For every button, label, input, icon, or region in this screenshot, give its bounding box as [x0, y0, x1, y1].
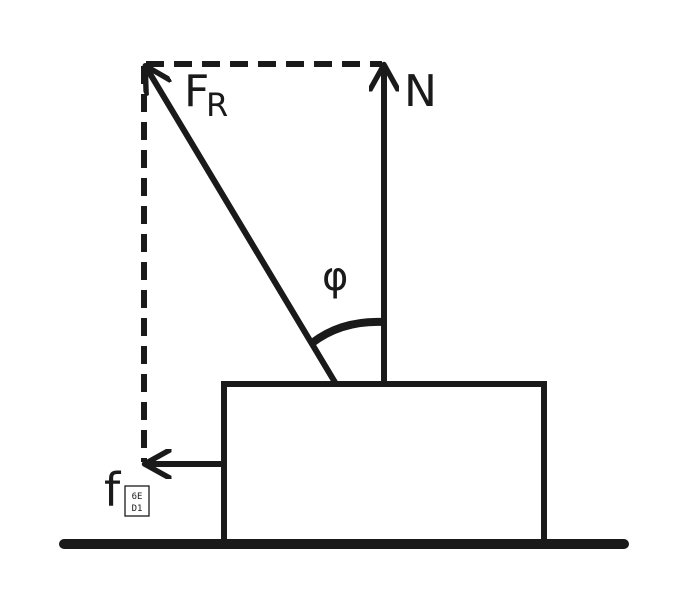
friction-subscript-missing-glyph: 6E D1: [124, 485, 150, 517]
resultant-force-label: F: [184, 66, 209, 117]
resultant-force-subscript: R: [206, 86, 228, 124]
block: [221, 381, 547, 547]
angle-label: φ: [322, 254, 348, 300]
friction-subscript-hex-top: 6E: [132, 492, 143, 502]
friction-force-label: f: [104, 463, 122, 517]
resultant-force-arrow: [146, 67, 339, 387]
normal-force-label: N: [404, 66, 437, 117]
angle-arc: [309, 317, 385, 347]
friction-subscript-hex-bottom: D1: [132, 504, 143, 514]
